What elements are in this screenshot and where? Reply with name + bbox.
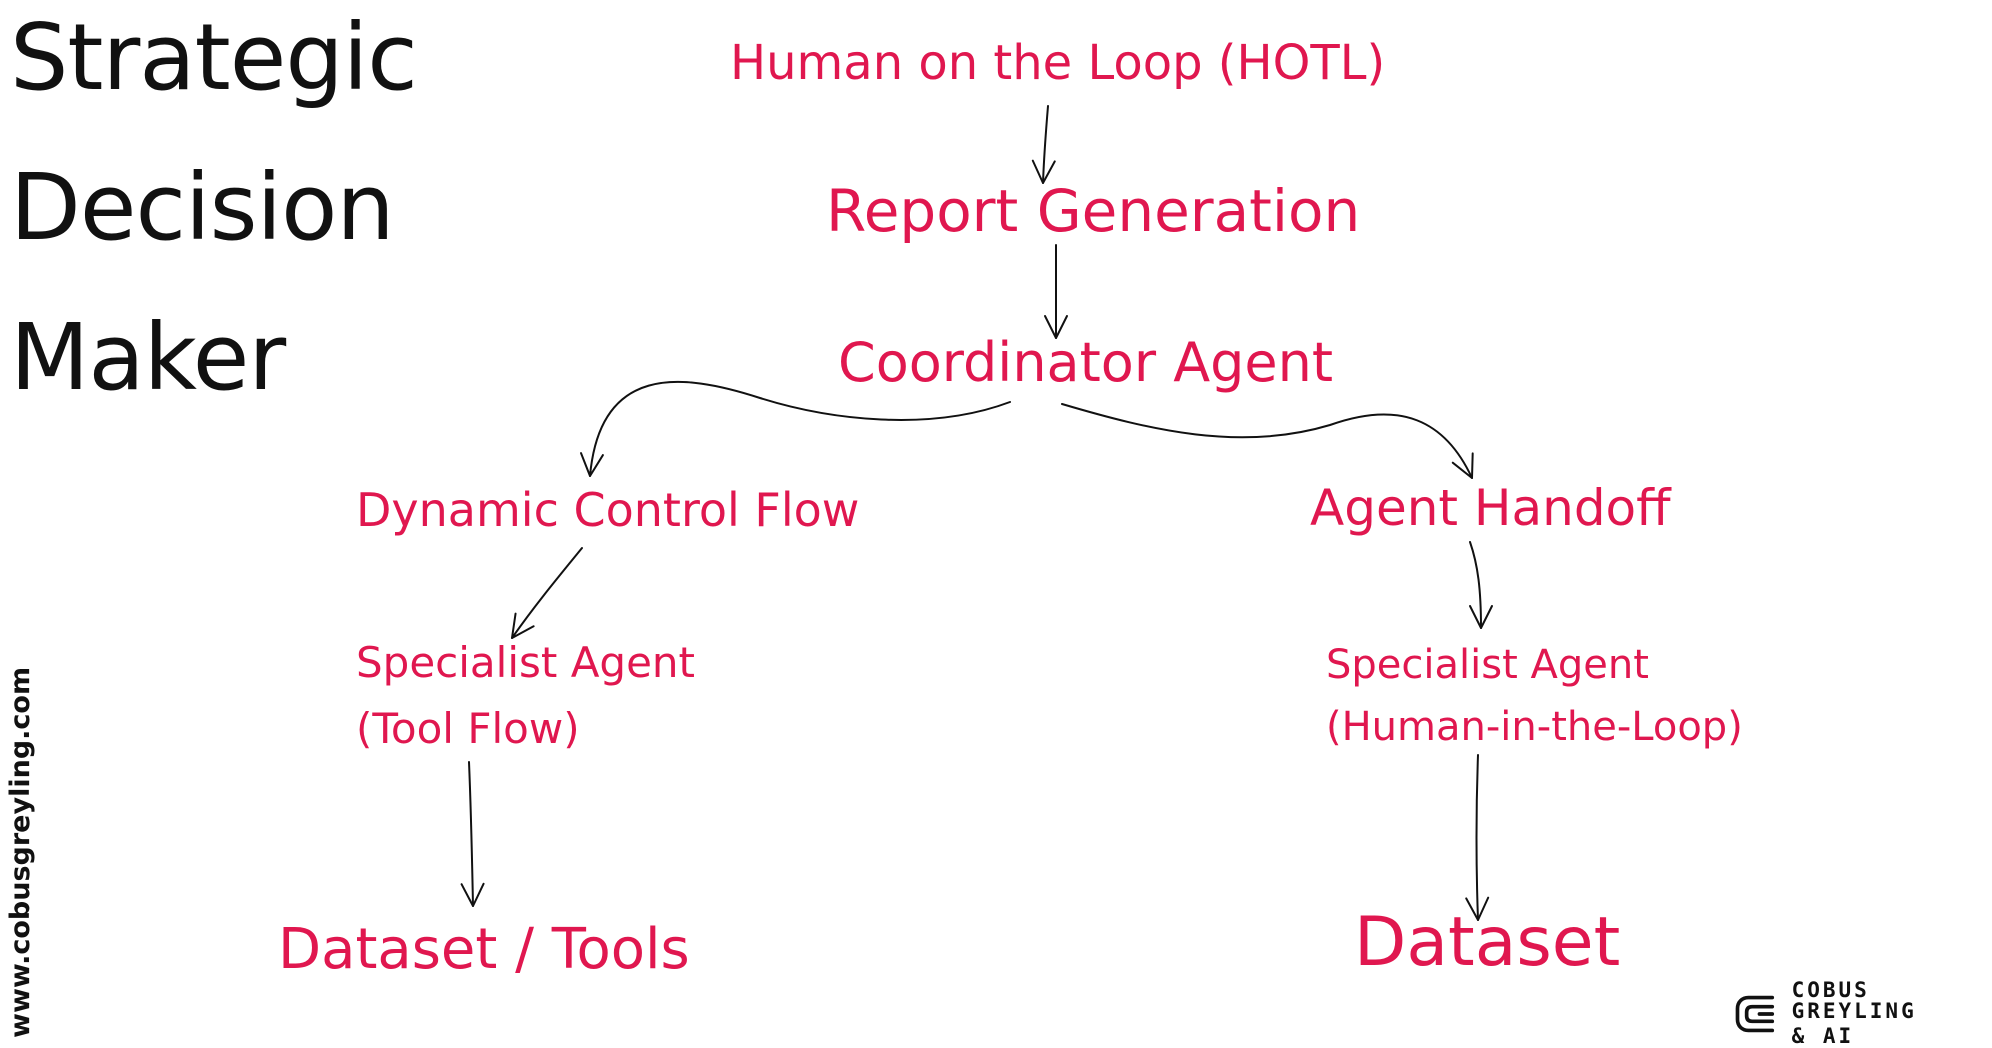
node-dataset-tools: Dataset / Tools	[278, 917, 690, 982]
arrow-specialist-tool-to-dataset-tools	[460, 761, 485, 907]
arrow-hotl-to-report	[1031, 105, 1056, 184]
cobus-greyling-logo-icon	[1735, 995, 1775, 1032]
node-specialist-tool-line2: (Tool Flow)	[356, 704, 580, 753]
node-specialist-hitl-line1: Specialist Agent	[1326, 642, 1649, 688]
arrow-coordinator-to-handoff	[1061, 403, 1474, 479]
title-line-2: Decision	[10, 154, 395, 261]
arrow-handoff-to-specialist-hitl	[1468, 541, 1493, 629]
node-dynamic-control-flow: Dynamic Control Flow	[356, 483, 860, 537]
node-human-on-the-loop: Human on the Loop (HOTL)	[730, 35, 1386, 91]
arrow-coordinator-to-dynamic	[580, 380, 1011, 477]
title-line-3: Maker	[10, 304, 286, 411]
website-watermark: www.cobusgreyling.com	[5, 666, 36, 1038]
node-specialist-hitl-line2: (Human-in-the-Loop)	[1326, 704, 1743, 750]
node-agent-handoff: Agent Handoff	[1310, 479, 1671, 537]
arrow-specialist-hitl-to-dataset	[1465, 754, 1490, 921]
brand-text: COBUS GREYLING & AI	[1792, 980, 1992, 1047]
node-specialist-agent-tool-flow: Specialist Agent (Tool Flow)	[356, 630, 695, 762]
node-specialist-agent-hitl: Specialist Agent (Human-in-the-Loop)	[1326, 634, 1743, 758]
brand-line-1: COBUS GREYLING	[1791, 978, 1917, 1023]
brand-line-2: & AI	[1791, 1024, 1855, 1048]
node-coordinator-agent: Coordinator Agent	[838, 331, 1334, 394]
node-dataset: Dataset	[1354, 903, 1621, 982]
title-line-1: Strategic	[10, 4, 418, 111]
arrow-dynamic-to-specialist-tool	[510, 547, 583, 639]
node-report-generation: Report Generation	[826, 177, 1361, 245]
node-specialist-tool-line1: Specialist Agent	[356, 638, 696, 687]
brand-logo: COBUS GREYLING & AI	[1732, 980, 1992, 1047]
